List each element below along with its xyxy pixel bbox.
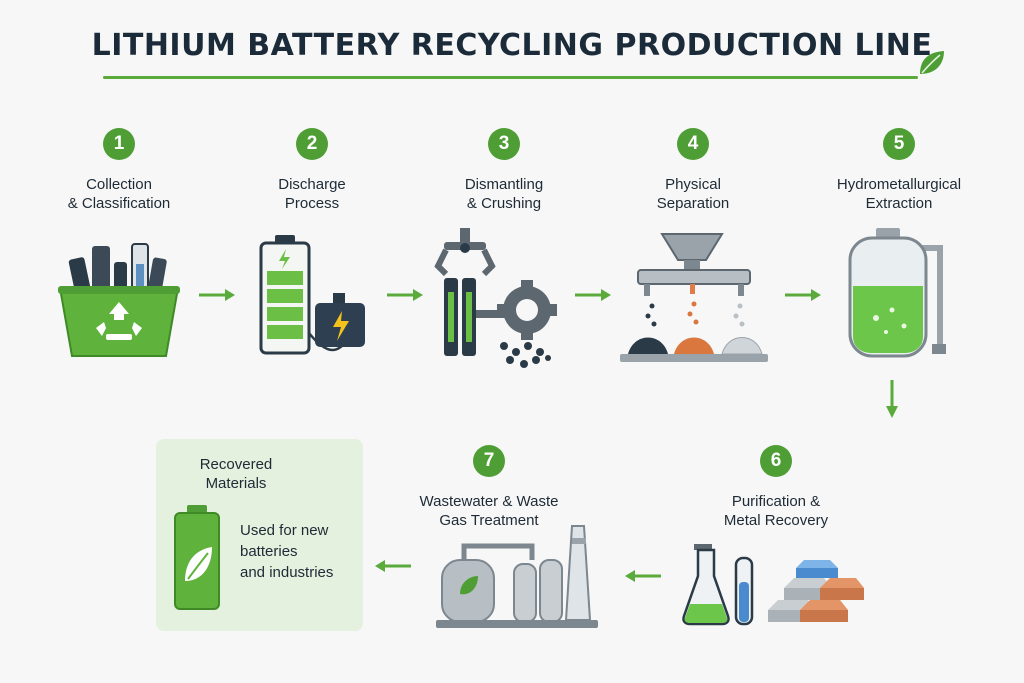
reactor-tank-icon bbox=[848, 228, 946, 358]
step-1-label-line2: & Classification bbox=[67, 195, 171, 212]
step-7-label-line1: Wastewater & Waste bbox=[419, 493, 559, 510]
recovered-desc-line3: and industries bbox=[240, 564, 334, 581]
step-4-badge: 4 bbox=[677, 128, 709, 160]
battery-discharge-icon bbox=[259, 235, 365, 355]
step-3-label-line1: Dismantling bbox=[464, 176, 544, 193]
step-7-label: Wastewater & Waste Gas Treatment bbox=[399, 492, 579, 530]
arrow-right-icon bbox=[199, 289, 235, 301]
arrow-left-icon bbox=[625, 570, 661, 582]
step-4-label-line1: Physical bbox=[665, 176, 721, 193]
step-2-label: Discharge Process bbox=[237, 175, 387, 213]
arrow-right-icon bbox=[785, 289, 821, 301]
step-1-label-line1: Collection bbox=[86, 176, 152, 193]
step-3-badge: 3 bbox=[488, 128, 520, 160]
title-underline bbox=[103, 76, 918, 79]
recovered-materials-title: Recovered Materials bbox=[156, 455, 316, 493]
metal-ingots-icon bbox=[682, 544, 864, 626]
arrow-left-icon bbox=[375, 560, 411, 572]
arrow-right-icon bbox=[575, 289, 611, 301]
step-5-badge: 5 bbox=[883, 128, 915, 160]
step-7-label-line2: Gas Treatment bbox=[439, 512, 539, 529]
step-5-label: Hydrometallurgical Extraction bbox=[814, 175, 984, 213]
step-1-badge: 1 bbox=[103, 128, 135, 160]
recycling-bin-icon bbox=[58, 243, 180, 357]
step-4-label-line2: Separation bbox=[656, 195, 730, 212]
step-6-label: Purification & Metal Recovery bbox=[691, 492, 861, 530]
treatment-plant-icon bbox=[436, 525, 598, 628]
recovered-materials-description: Used for new batteries and industries bbox=[240, 520, 360, 583]
step-6-badge: 6 bbox=[760, 445, 792, 477]
green-battery-leaf-icon bbox=[174, 505, 220, 610]
step-2-badge: 2 bbox=[296, 128, 328, 160]
recovered-title-line1: Recovered bbox=[199, 456, 273, 473]
recovered-title-line2: Materials bbox=[205, 475, 267, 492]
step-7-badge: 7 bbox=[473, 445, 505, 477]
crusher-icon bbox=[434, 228, 557, 368]
arrow-down-icon bbox=[886, 380, 898, 418]
recovered-desc-line2: batteries bbox=[240, 543, 298, 560]
step-3-label: Dismantling & Crushing bbox=[429, 175, 579, 213]
arrow-right-icon bbox=[387, 289, 423, 301]
leaf-icon bbox=[920, 51, 944, 74]
step-5-label-line2: Extraction bbox=[865, 195, 933, 212]
separator-icon bbox=[620, 233, 768, 362]
step-2-label-line1: Discharge bbox=[278, 176, 346, 193]
step-6-label-line2: Metal Recovery bbox=[723, 512, 829, 529]
page-title: LITHIUM BATTERY RECYCLING PRODUCTION LIN… bbox=[91, 28, 933, 63]
step-4-label: Physical Separation bbox=[618, 175, 768, 213]
recovered-desc-line1: Used for new bbox=[240, 522, 329, 539]
step-6-label-line1: Purification & bbox=[731, 493, 821, 510]
step-5-label-line1: Hydrometallurgical bbox=[836, 176, 962, 193]
step-1-label: Collection & Classification bbox=[44, 175, 194, 213]
step-2-label-line2: Process bbox=[284, 195, 340, 212]
step-3-label-line2: & Crushing bbox=[466, 195, 542, 212]
